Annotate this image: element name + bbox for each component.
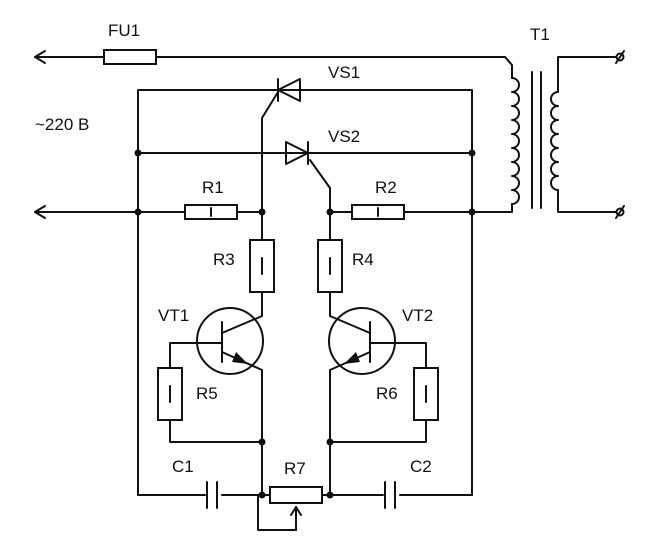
fuse-label: FU1	[108, 21, 140, 40]
c1-label: C1	[172, 457, 194, 476]
capacitor-c2	[384, 481, 396, 509]
r6-label: R6	[376, 384, 398, 403]
fuse-fu1	[103, 49, 157, 65]
mains-label: ~220 B	[35, 115, 89, 134]
r5-label: R5	[196, 384, 218, 403]
r3-label: R3	[213, 250, 235, 269]
r4-label: R4	[352, 250, 374, 269]
r7-label: R7	[284, 459, 306, 478]
transistor-vt2	[328, 307, 427, 443]
vt1-label: VT1	[158, 306, 189, 325]
resistor-r4	[317, 211, 343, 317]
thyristor-vs2	[285, 141, 331, 213]
vt2-label: VT2	[402, 306, 433, 325]
resistor-r1	[184, 204, 238, 220]
resistor-r6	[329, 367, 439, 443]
resistor-r3	[249, 211, 275, 317]
c2-label: C2	[410, 457, 432, 476]
junction-dots	[134, 149, 476, 499]
resistor-r2	[351, 204, 405, 220]
mains-line-bottom	[34, 205, 473, 219]
r2-label: R2	[375, 178, 397, 197]
outer-frame	[137, 89, 473, 496]
capacitor-c1	[206, 481, 218, 509]
thyristor1-label: VS1	[328, 63, 360, 82]
mains-line-top	[34, 50, 513, 79]
transformer-label: T1	[530, 25, 550, 44]
transistor-vt1	[169, 307, 264, 443]
transformer-t1	[471, 50, 625, 219]
resistor-r5	[157, 367, 263, 443]
thyristor-vs1	[261, 78, 301, 213]
r1-label: R1	[202, 178, 224, 197]
thyristor2-label: VS2	[328, 127, 360, 146]
potentiometer-r7	[257, 486, 331, 531]
